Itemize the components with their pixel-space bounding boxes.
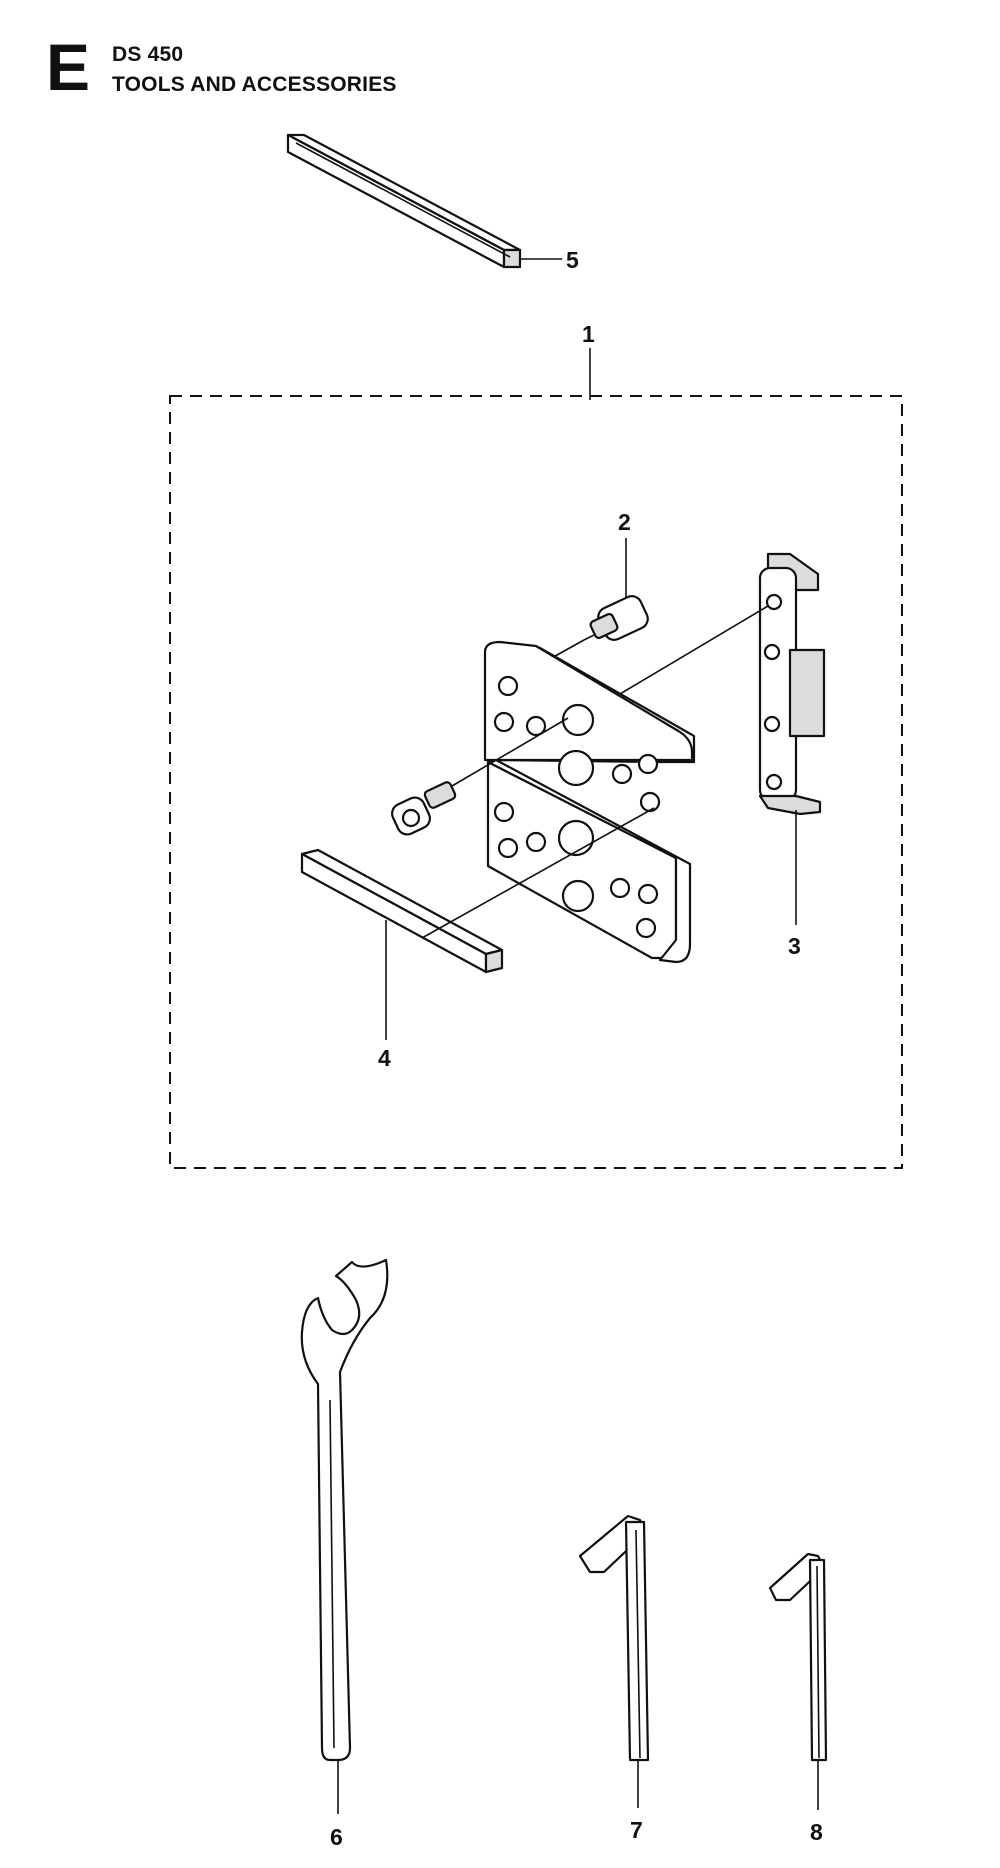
part-2-screw-top <box>583 595 649 641</box>
clamp-plate-lower <box>486 758 692 964</box>
callout-7: 7 <box>630 1817 643 1843</box>
page-title: TOOLS AND ACCESSORIES <box>112 73 397 96</box>
part-2-screw-lower <box>391 781 457 836</box>
callout-5: 5 <box>566 247 579 273</box>
part-7-hex-key <box>578 1514 650 1762</box>
part-8-hex-key <box>768 1552 828 1762</box>
callout-6: 6 <box>330 1824 343 1850</box>
page-heading: DS 450 TOOLS AND ACCESSORIES <box>112 40 397 100</box>
part-6-wrench <box>300 1258 389 1762</box>
kit-boundary <box>169 395 903 1169</box>
callout-8: 8 <box>810 1819 823 1845</box>
callout-3: 3 <box>788 933 801 959</box>
part-4-square-bar <box>300 848 504 974</box>
callout-4: 4 <box>378 1045 391 1071</box>
part-3-side-rail <box>758 552 826 816</box>
callout-2: 2 <box>618 509 631 535</box>
part-5-guide-bar <box>286 133 522 269</box>
callout-1: 1 <box>582 321 595 347</box>
model-name: DS 450 <box>112 43 184 66</box>
section-letter: E <box>46 30 91 104</box>
